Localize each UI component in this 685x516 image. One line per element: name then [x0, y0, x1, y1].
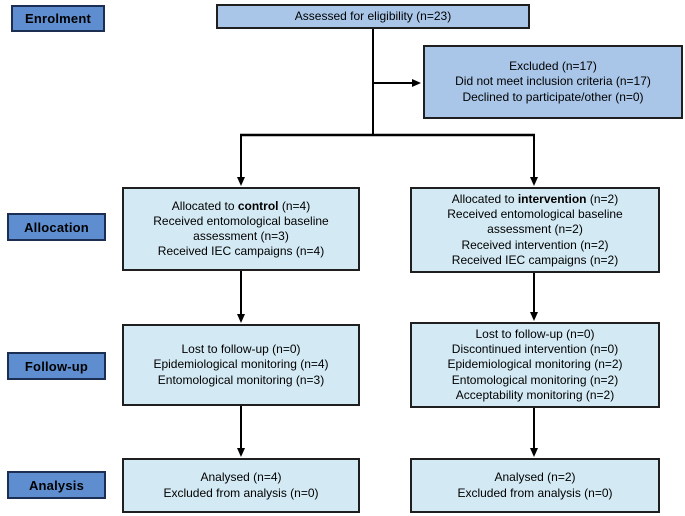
followup-control-box: Lost to follow-up (n=0) Epidemiological … [122, 324, 360, 406]
box-line: Entomological monitoring (n=3) [157, 372, 325, 387]
box-line: Received intervention (n=2) [461, 237, 609, 252]
stage-label-followup: Follow-up [7, 352, 106, 380]
box-line: Lost to follow-up (n=0) [475, 326, 595, 341]
text-segment: control [237, 198, 279, 213]
stage-label-enrolment: Enrolment [11, 5, 105, 32]
excluded-box: Excluded (n=17) Did not meet inclusion c… [423, 45, 683, 119]
box-line: Entomological monitoring (n=2) [451, 372, 619, 387]
assessed-eligibility-box: Assessed for eligibility (n=23) [216, 4, 530, 29]
box-line: Discontinued intervention (n=0) [451, 342, 619, 357]
allocation-intervention-box: Allocated to intervention (n=2) Received… [410, 187, 660, 273]
box-line: Did not meet inclusion criteria (n=17) [455, 74, 651, 89]
box-line: Excluded from analysis (n=0) [457, 485, 613, 500]
text-segment: Allocated to [451, 191, 518, 206]
box-line: Assessed for eligibility (n=23) [294, 8, 452, 23]
box-line: Acceptability monitoring (n=2) [455, 387, 615, 402]
box-line: Excluded from analysis (n=0) [163, 485, 319, 500]
box-line: Allocated to intervention (n=2) [452, 192, 618, 207]
box-line: Analysed (n=2) [494, 470, 576, 485]
text-segment: (n=2) [586, 191, 619, 206]
box-line: Received IEC campaigns (n=4) [157, 244, 325, 259]
text-segment: intervention [517, 191, 587, 206]
box-line: Lost to follow-up (n=0) [181, 342, 301, 357]
text-segment: (n=4) [278, 198, 311, 213]
box-line: Excluded (n=17) [509, 59, 597, 74]
allocation-control-box: Allocated to control (n=4) Received ento… [122, 187, 360, 271]
stage-label-analysis: Analysis [7, 471, 106, 499]
analysis-intervention-box: Analysed (n=2) Excluded from analysis (n… [410, 458, 660, 513]
analysis-control-box: Analysed (n=4) Excluded from analysis (n… [122, 458, 360, 513]
text-segment: Allocated to [171, 198, 238, 213]
box-line: Epidemiological monitoring (n=4) [153, 357, 329, 372]
box-line: Received entomological baseline assessme… [153, 213, 329, 243]
box-line: Allocated to control (n=4) [172, 199, 310, 214]
box-line: Declined to participate/other (n=0) [462, 89, 644, 104]
box-line: Epidemiological monitoring (n=2) [447, 357, 623, 372]
box-line: Analysed (n=4) [200, 470, 282, 485]
box-line: Received IEC campaigns (n=2) [451, 252, 619, 267]
stage-label-allocation: Allocation [7, 213, 106, 241]
followup-intervention-box: Lost to follow-up (n=0) Discontinued int… [410, 322, 660, 408]
box-line: Received entomological baseline assessme… [447, 207, 623, 237]
